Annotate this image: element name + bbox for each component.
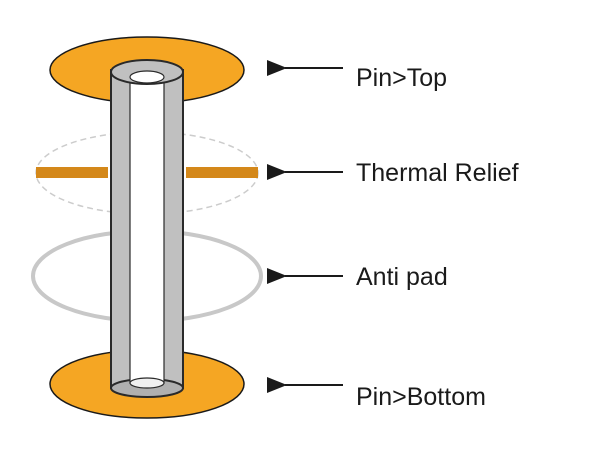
label-anti-pad: Anti pad	[356, 263, 448, 291]
label-pin-top: Pin>Top	[356, 64, 447, 92]
label-thermal-relief: Thermal Relief	[356, 159, 519, 187]
label-pin-bottom: Pin>Bottom	[356, 383, 486, 411]
thermal-spoke-left	[36, 167, 108, 178]
via-barrel-icon	[110, 59, 184, 398]
thermal-spoke-right	[186, 167, 258, 178]
